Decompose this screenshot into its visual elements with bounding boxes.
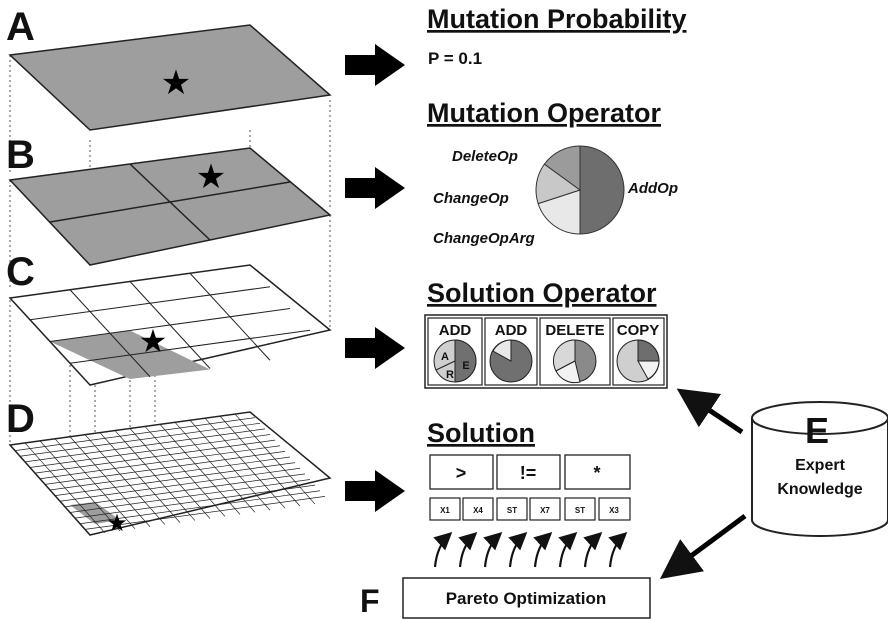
curved-up-arrow-icon xyxy=(608,532,628,568)
op-add: AddOp xyxy=(627,180,678,197)
expert-knowledge-cylinder xyxy=(751,401,888,537)
svg-text:X7: X7 xyxy=(540,506,550,515)
right-arrow-icon xyxy=(345,167,405,209)
svg-text:X1: X1 xyxy=(440,506,450,515)
label-d: D xyxy=(6,397,35,441)
svg-text:E: E xyxy=(462,360,469,372)
layer-a: ★ xyxy=(8,24,332,131)
probability-value: P = 0.1 xyxy=(428,49,482,68)
pareto-box xyxy=(402,577,651,619)
curved-up-arrow-icons xyxy=(433,532,628,568)
solution-args: X1 X4 ST X7 ST X3 xyxy=(429,497,631,521)
svg-text:DELETE: DELETE xyxy=(545,322,604,339)
curved-up-arrow-icon xyxy=(458,532,478,568)
svg-text:X4: X4 xyxy=(473,506,483,515)
pie-slice xyxy=(537,189,581,235)
mutation-operator-pie xyxy=(535,145,625,235)
pareto-label: Pareto Optimization xyxy=(446,589,607,608)
heading-solution: Solution xyxy=(427,418,535,448)
curved-up-arrow-icon xyxy=(483,532,503,568)
svg-text:COPY: COPY xyxy=(617,322,660,339)
label-e: E xyxy=(805,410,829,451)
heading-solution-operator: Solution Operator xyxy=(427,278,657,308)
star-icon: ★ xyxy=(139,323,168,359)
star-icon: ★ xyxy=(161,64,191,102)
label-b: B xyxy=(6,133,35,177)
op-delete: DeleteOp xyxy=(452,148,518,165)
solution-op-boxes: > != * xyxy=(429,454,631,490)
expert-label-line2: Knowledge xyxy=(777,481,862,498)
label-f: F xyxy=(360,583,380,619)
label-a: A xyxy=(6,5,35,49)
svg-text:ST: ST xyxy=(507,506,517,515)
pie-slice xyxy=(543,145,581,191)
pie-slice xyxy=(579,145,625,235)
right-arrow-icon xyxy=(345,470,405,512)
svg-text:ST: ST xyxy=(575,506,585,515)
op-box-delete: DELETE xyxy=(539,317,611,386)
right-arrow-icon xyxy=(345,44,405,86)
svg-text:A: A xyxy=(441,351,449,363)
op-change-arg: ChangeOpArg xyxy=(433,230,535,247)
label-c: C xyxy=(6,250,35,294)
heading-mutation-operator: Mutation Operator xyxy=(427,98,661,128)
arrow-e-to-solution-operator xyxy=(676,388,744,435)
op-box-add-1: ADD A R E xyxy=(427,317,483,386)
curved-up-arrow-icon xyxy=(533,532,553,568)
curved-up-arrow-icon xyxy=(433,532,453,568)
star-icon: ★ xyxy=(106,510,128,537)
star-icon: ★ xyxy=(196,158,226,196)
layer-b: ★ xyxy=(8,147,332,266)
svg-text:X3: X3 xyxy=(609,506,619,515)
svg-text:R: R xyxy=(446,369,454,381)
op-box-copy: COPY xyxy=(612,317,665,386)
svg-text:ADD: ADD xyxy=(495,322,528,339)
arrow-e-to-pareto xyxy=(659,513,747,579)
dotted-guides xyxy=(9,55,331,445)
curved-up-arrow-icon xyxy=(508,532,528,568)
curved-up-arrow-icon xyxy=(583,532,603,568)
layer-c: ★ xyxy=(8,264,332,386)
op-change: ChangeOp xyxy=(433,190,509,207)
solution-op-mul: * xyxy=(593,463,600,483)
solution-op-gt: > xyxy=(456,463,467,483)
op-box-add-2: ADD xyxy=(484,317,538,386)
expert-label-line1: Expert xyxy=(795,457,845,474)
solution-op-neq: != xyxy=(520,463,537,483)
curved-up-arrow-icon xyxy=(558,532,578,568)
heading-mutation-probability: Mutation Probability xyxy=(427,4,687,34)
layer-d: ★ xyxy=(8,411,332,537)
right-arrow-icon xyxy=(345,327,405,369)
svg-text:ADD: ADD xyxy=(439,322,472,339)
